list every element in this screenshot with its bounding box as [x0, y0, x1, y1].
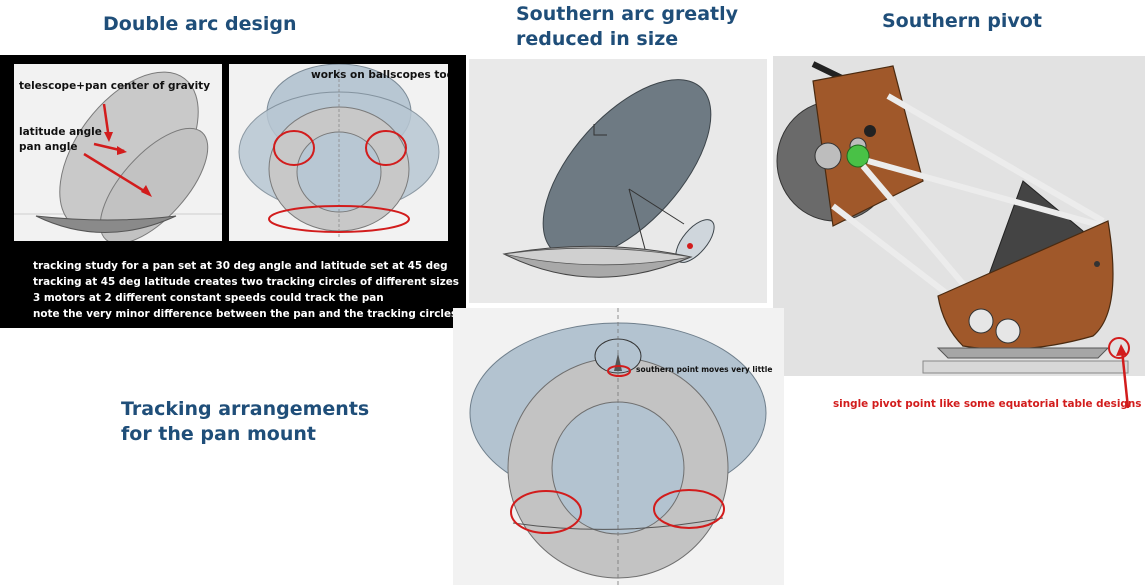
- truss-pole-4: [831, 203, 965, 309]
- tracking-circle-left: [273, 130, 315, 166]
- heading-tracking: Tracking arrangements for the pan mount: [121, 397, 369, 447]
- heading-southern-arc: Southern arc greatly reduced in size: [516, 2, 738, 52]
- secondary-holder: [846, 144, 870, 168]
- heading-southern-pivot: Southern pivot: [882, 10, 1042, 32]
- southern-pivot-panel: [773, 56, 1145, 376]
- pivot-arrow-head: [1116, 344, 1127, 356]
- double-arc-left-svg: telescope+pan center of gravity latitude…: [14, 71, 222, 241]
- pivot-annotation: single pivot point like some equatorial …: [833, 398, 1142, 410]
- double-arc-right-svg: works on ballscopes too: [238, 64, 448, 239]
- southern-point-annotation: southern point moves very little: [636, 365, 772, 374]
- pivot-arrow: [1116, 344, 1130, 409]
- arc-hole-1: [968, 308, 994, 334]
- heading-southern-arc-line1: Southern arc greatly: [516, 3, 738, 25]
- cog-arrow-head: [104, 132, 113, 142]
- double-arc-panel: telescope+pan center of gravity latitude…: [0, 55, 466, 328]
- double-arc-left-diagram: telescope+pan center of gravity latitude…: [14, 64, 222, 241]
- pivot-circle: [1108, 337, 1130, 359]
- arc-pin: [1094, 261, 1100, 267]
- pivot-arrow-line: [1120, 349, 1130, 409]
- truss-pole-2: [886, 93, 1105, 224]
- heading-southern-arc-line2: reduced in size: [516, 28, 679, 50]
- arc-strut: [628, 188, 685, 225]
- pan-rim: [503, 247, 692, 266]
- southern-pivot-svg: [776, 61, 1130, 374]
- label-latitude-angle: latitude angle: [19, 126, 102, 138]
- pan-arc: [99, 127, 209, 241]
- heading-tracking-line1: Tracking arrangements: [121, 398, 370, 420]
- axis-mark: [593, 124, 607, 136]
- study-note: tracking at 45 deg latitude creates two …: [33, 276, 459, 288]
- pan-dish: [35, 215, 177, 233]
- tracking-circle-right: [653, 489, 725, 529]
- arc-hole-2: [995, 318, 1021, 344]
- truss-pole-1: [867, 158, 1104, 229]
- label-center-of-gravity: telescope+pan center of gravity: [19, 80, 210, 92]
- ground-board: [936, 347, 1110, 359]
- pan-angle-arrow: [83, 152, 150, 196]
- tracking-study-notes: tracking study for a pan set at 30 deg a…: [33, 258, 459, 322]
- tracking-path: [512, 517, 724, 530]
- study-note: note the very minor difference between t…: [33, 308, 458, 320]
- eyepiece: [864, 125, 876, 137]
- southern-arc-svg: [502, 79, 715, 278]
- double-arc-right-diagram: works on ballscopes too: [229, 64, 448, 241]
- heading-double-arc: Double arc design: [103, 13, 297, 35]
- tracking-circle-left: [510, 490, 582, 534]
- tracking-svg: southern point moves very little: [469, 308, 772, 585]
- focuser-ring: [814, 142, 842, 170]
- southern-point-circle: [607, 365, 631, 377]
- tracking-circle-right: [365, 130, 407, 166]
- tracking-panel: southern point moves very little: [453, 308, 784, 585]
- study-note: 3 motors at 2 different constant speeds …: [33, 292, 384, 304]
- pivot-dot: [687, 243, 693, 249]
- base-plate: [922, 360, 1129, 374]
- study-note: tracking study for a pan set at 30 deg a…: [33, 260, 448, 272]
- latitude-arrow-head: [117, 146, 127, 155]
- tracking-circle-bottom: [268, 205, 410, 233]
- pan-angle-arrow-head: [141, 185, 152, 197]
- southern-arc-panel: [469, 59, 767, 303]
- label-pan-angle: pan angle: [19, 141, 78, 153]
- label-ballscopes: works on ballscopes too: [311, 69, 448, 81]
- heading-tracking-line2: for the pan mount: [121, 423, 316, 445]
- upper-cage: [812, 65, 924, 227]
